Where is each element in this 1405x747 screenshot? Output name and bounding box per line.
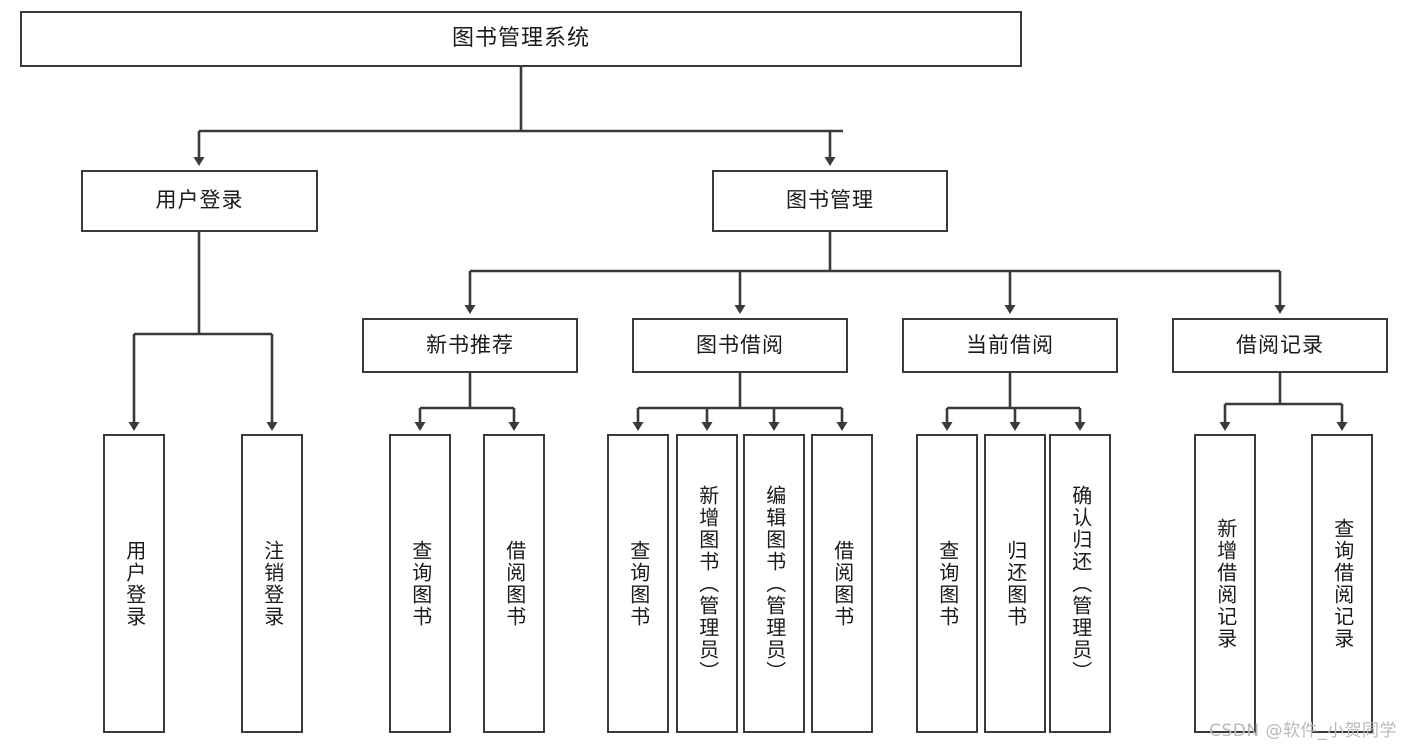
node-borrow-record[interactable]: 借阅记录: [1172, 318, 1388, 373]
node-label: 图书管理: [786, 188, 874, 213]
leaf-new-book-borrow[interactable]: 借阅图书: [483, 434, 545, 733]
node-user-login[interactable]: 用户登录: [81, 170, 318, 232]
node-label: 注销登录: [260, 539, 285, 628]
node-label: 确认归还（管理员）: [1068, 484, 1093, 683]
leaf-borrow-record-query[interactable]: 查询借阅记录: [1311, 434, 1373, 733]
node-current-borrow[interactable]: 当前借阅: [902, 318, 1118, 373]
node-book-borrow[interactable]: 图书借阅: [632, 318, 848, 373]
node-label: 新增图书（管理员）: [695, 484, 720, 683]
node-label: 查询图书: [408, 539, 433, 628]
leaf-book-borrow-borrow[interactable]: 借阅图书: [811, 434, 873, 733]
node-label: 用户登录: [155, 188, 244, 213]
leaf-user-login-login[interactable]: 用户登录: [103, 434, 165, 733]
node-label: 新书推荐: [426, 332, 514, 357]
leaf-book-borrow-add-admin[interactable]: 新增图书（管理员）: [676, 434, 738, 733]
node-label: 借阅记录: [1236, 332, 1324, 357]
node-new-book-recommend[interactable]: 新书推荐: [362, 318, 578, 373]
node-label: 用户登录: [122, 539, 147, 628]
node-label: 查询图书: [935, 539, 960, 628]
node-label: 图书借阅: [696, 332, 784, 357]
node-label: 当前借阅: [966, 332, 1054, 357]
node-label: 查询借阅记录: [1330, 517, 1355, 650]
leaf-current-borrow-return[interactable]: 归还图书: [984, 434, 1046, 733]
leaf-book-borrow-edit-admin[interactable]: 编辑图书（管理员）: [743, 434, 805, 733]
leaf-user-login-logout[interactable]: 注销登录: [241, 434, 303, 733]
node-label: 图书管理系统: [451, 25, 590, 51]
watermark-text: CSDN @软件_小贺同学: [1209, 721, 1397, 741]
leaf-new-book-query[interactable]: 查询图书: [389, 434, 451, 733]
node-book-management[interactable]: 图书管理: [712, 170, 948, 232]
leaf-current-borrow-query[interactable]: 查询图书: [916, 434, 978, 733]
node-label: 编辑图书（管理员）: [762, 484, 787, 683]
node-label: 新增借阅记录: [1213, 517, 1238, 650]
node-label: 借阅图书: [502, 539, 527, 628]
node-label: 查询图书: [626, 539, 651, 628]
leaf-book-borrow-query[interactable]: 查询图书: [607, 434, 669, 733]
leaf-borrow-record-add[interactable]: 新增借阅记录: [1194, 434, 1256, 733]
node-label: 归还图书: [1003, 539, 1028, 628]
leaf-current-borrow-confirm-admin[interactable]: 确认归还（管理员）: [1049, 434, 1111, 733]
node-root-book-management-system[interactable]: 图书管理系统: [20, 11, 1022, 67]
node-label: 借阅图书: [830, 539, 855, 628]
